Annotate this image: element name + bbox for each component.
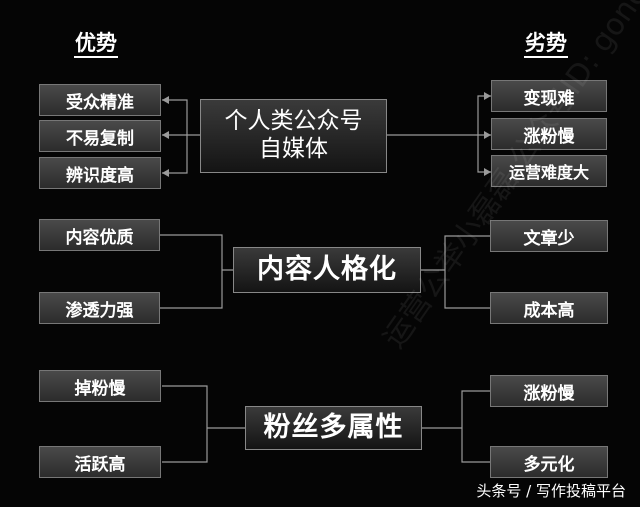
center-node-line: 自媒体 xyxy=(259,136,328,162)
disadvantage-box: 成本高 xyxy=(490,292,608,324)
disadvantage-box: 文章少 xyxy=(490,220,608,252)
disadvantages-header: 劣势 xyxy=(524,30,568,58)
advantage-box: 渗透力强 xyxy=(39,292,160,324)
advantage-box: 不易复制 xyxy=(39,120,161,152)
center-node-content-personalization: 内容人格化 xyxy=(233,247,421,293)
advantage-box: 受众精准 xyxy=(39,84,161,116)
center-node-fan-attributes: 粉丝多属性 xyxy=(245,406,422,450)
advantage-box: 辨识度高 xyxy=(39,157,161,189)
advantage-box: 掉粉慢 xyxy=(39,370,161,402)
center-node-line: 粉丝多属性 xyxy=(263,411,404,443)
disadvantage-box: 涨粉慢 xyxy=(491,118,607,150)
disadvantage-box: 多元化 xyxy=(490,446,608,478)
center-node-line: 内容人格化 xyxy=(257,253,397,285)
center-node-line: 个人类公众号 xyxy=(224,108,363,135)
disadvantage-box: 涨粉慢 xyxy=(490,375,608,407)
footer-credit: 头条号 / 写作投稿平台 xyxy=(476,482,626,500)
advantage-box: 内容优质 xyxy=(39,219,160,251)
center-node-personal-account: 个人类公众号 自媒体 xyxy=(200,99,387,173)
disadvantage-box: 运营难度大 xyxy=(491,155,607,187)
disadvantage-box: 变现难 xyxy=(491,80,607,112)
advantages-header: 优势 xyxy=(74,30,118,58)
advantage-box: 活跃高 xyxy=(39,446,161,478)
